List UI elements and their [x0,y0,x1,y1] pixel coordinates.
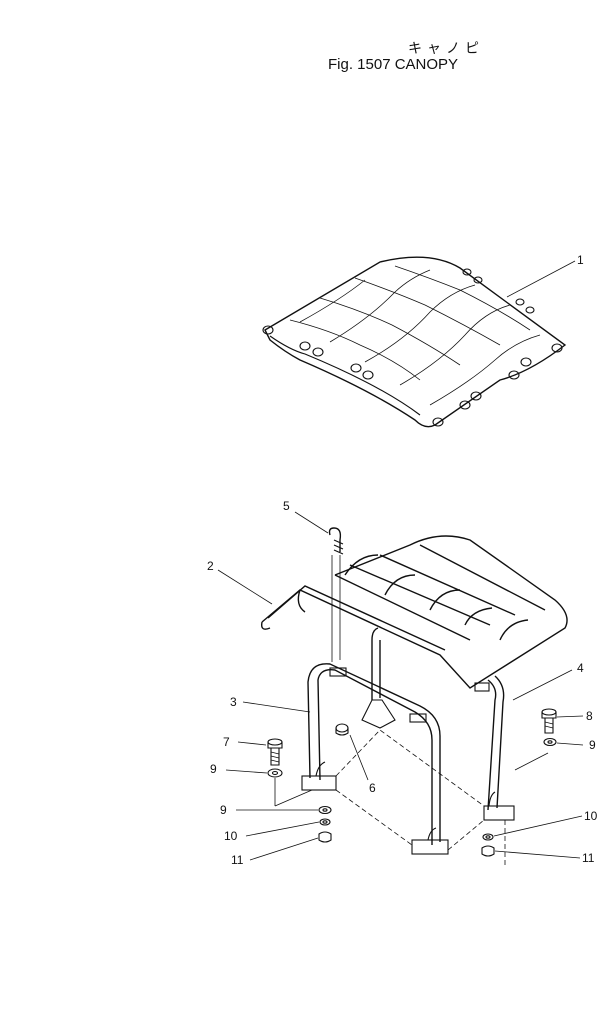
callout-3: 3 [230,695,237,709]
callout-7: 7 [223,735,230,749]
callout-2: 2 [207,559,214,573]
callout-1: 1 [577,253,584,267]
washer-9-right [543,737,557,747]
nut-6 [335,723,349,736]
nut-11-right [481,845,495,857]
callout-11-right: 11 [582,851,595,865]
bolt-7 [267,738,283,766]
washer-9-left [267,768,283,778]
callout-11-left: 11 [231,853,244,867]
bolt-8 [541,708,557,734]
leader-lines [217,260,584,861]
callout-8: 8 [586,709,593,723]
callout-9-right: 9 [589,738,596,752]
u-bolt [328,527,344,662]
callout-9-left: 9 [210,762,217,776]
canopy-frame [260,535,568,855]
callout-6: 6 [369,781,376,795]
callout-10-left: 10 [224,829,238,843]
spring-washer-10-left [319,818,331,826]
washer-9-lower [318,805,332,815]
callout-10-right: 10 [584,809,598,823]
canopy-cover [262,256,567,428]
callout-4: 4 [577,661,584,675]
nut-11-left [318,831,332,843]
figure-title-japanese: キャノピ [408,41,484,57]
callout-labels: 1 2 3 4 5 6 7 8 9 9 9 10 10 11 11 [207,253,598,867]
figure-title: Fig. 1507 CANOPY [328,56,459,73]
callout-5: 5 [283,499,290,513]
callout-9-lower: 9 [220,803,227,817]
spring-washer-10-right [482,833,494,841]
